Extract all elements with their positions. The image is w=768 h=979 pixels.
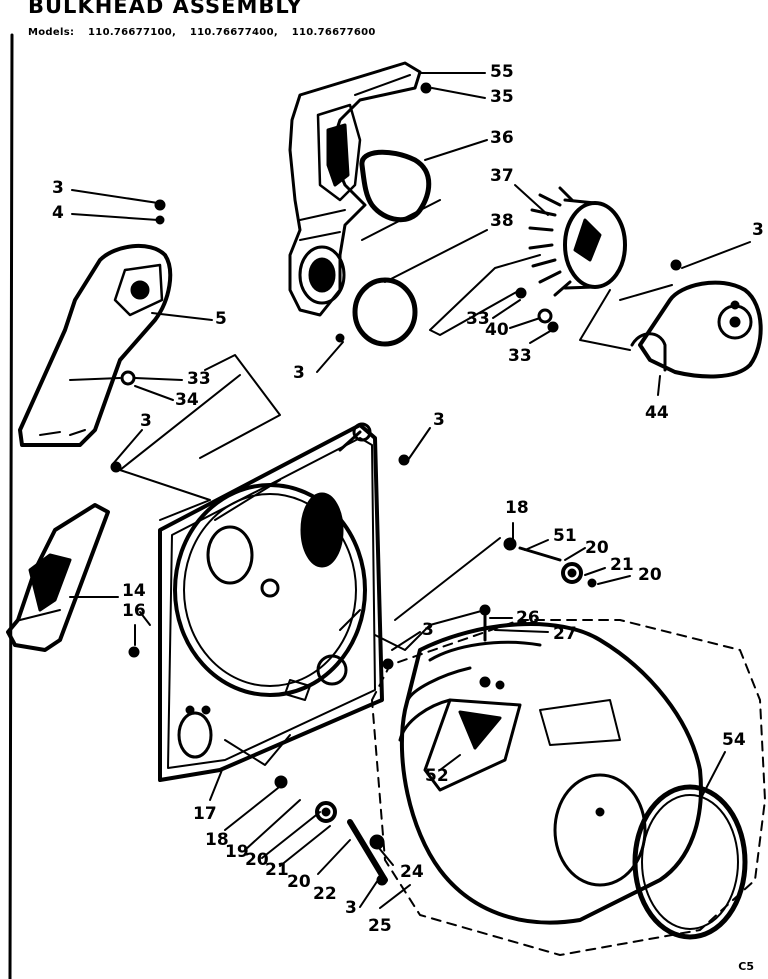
model-numbers: Models: 110.76677100, 110.76677400, 110.…	[28, 27, 386, 38]
diagram-title: BULKHEAD ASSEMBLY	[28, 0, 303, 18]
part-label-54: 54	[722, 730, 746, 750]
part-label-3: 3	[422, 620, 434, 640]
part-label-19: 19	[225, 842, 249, 862]
idler-bracket	[18, 199, 173, 473]
part-label-24: 24	[400, 862, 424, 882]
part-label-21: 21	[610, 555, 634, 575]
blower-seal-ring	[359, 149, 432, 223]
part-label-26: 26	[516, 608, 540, 628]
connector-lines	[119, 199, 673, 766]
part-label-34: 34	[175, 390, 199, 410]
round-gasket	[352, 277, 418, 347]
blower-wheel	[528, 186, 627, 297]
part-label-22: 22	[313, 884, 337, 904]
part-label-55: 55	[490, 62, 514, 82]
part-label-33: 33	[466, 309, 490, 329]
model-number: 110.76677100,	[88, 27, 177, 38]
part-label-25: 25	[368, 916, 392, 936]
part-label-27: 27	[553, 624, 577, 644]
part-label-3: 3	[752, 220, 764, 240]
part-label-17: 17	[193, 804, 217, 824]
part-label-4: 4	[52, 203, 64, 223]
model-number: 110.76677400,	[189, 27, 278, 38]
part-label-44: 44	[645, 403, 669, 423]
part-label-14: 14	[122, 581, 146, 601]
part-label-52: 52	[425, 766, 449, 786]
part-label-36: 36	[490, 128, 514, 148]
part-label-51: 51	[553, 526, 577, 546]
part-label-21: 21	[265, 860, 289, 880]
part-label-20: 20	[585, 538, 609, 558]
loose-screws	[335, 333, 410, 670]
part-label-38: 38	[490, 211, 514, 231]
dryer-drum	[371, 604, 766, 956]
page-border-line	[8, 33, 14, 979]
part-label-37: 37	[490, 166, 514, 186]
part-label-20: 20	[245, 850, 269, 870]
fan-housing	[630, 280, 763, 379]
part-label-18: 18	[505, 498, 529, 518]
part-label-20: 20	[638, 565, 662, 585]
leader-lines	[69, 72, 751, 909]
model-number: 110.76677600	[291, 27, 376, 38]
part-label-18: 18	[205, 830, 229, 850]
blower-housing	[288, 61, 432, 317]
part-label-3: 3	[140, 411, 152, 431]
page-code: C5	[738, 960, 754, 973]
part-label-3: 3	[345, 898, 357, 918]
part-label-3: 3	[293, 363, 305, 383]
part-label-3: 3	[52, 178, 64, 198]
part-label-5: 5	[215, 309, 227, 329]
part-label-16: 16	[122, 601, 146, 621]
models-label: Models:	[28, 27, 75, 38]
bulkhead-panel	[158, 422, 384, 782]
belt-assembly	[6, 503, 110, 652]
part-label-33: 33	[508, 346, 532, 366]
part-label-33: 33	[187, 369, 211, 389]
rear-roller-parts	[503, 537, 597, 588]
part-label-35: 35	[490, 87, 514, 107]
part-label-40: 40	[485, 320, 509, 340]
part-label-3: 3	[433, 410, 445, 430]
front-roller-parts	[128, 646, 388, 886]
part-label-20: 20	[287, 872, 311, 892]
